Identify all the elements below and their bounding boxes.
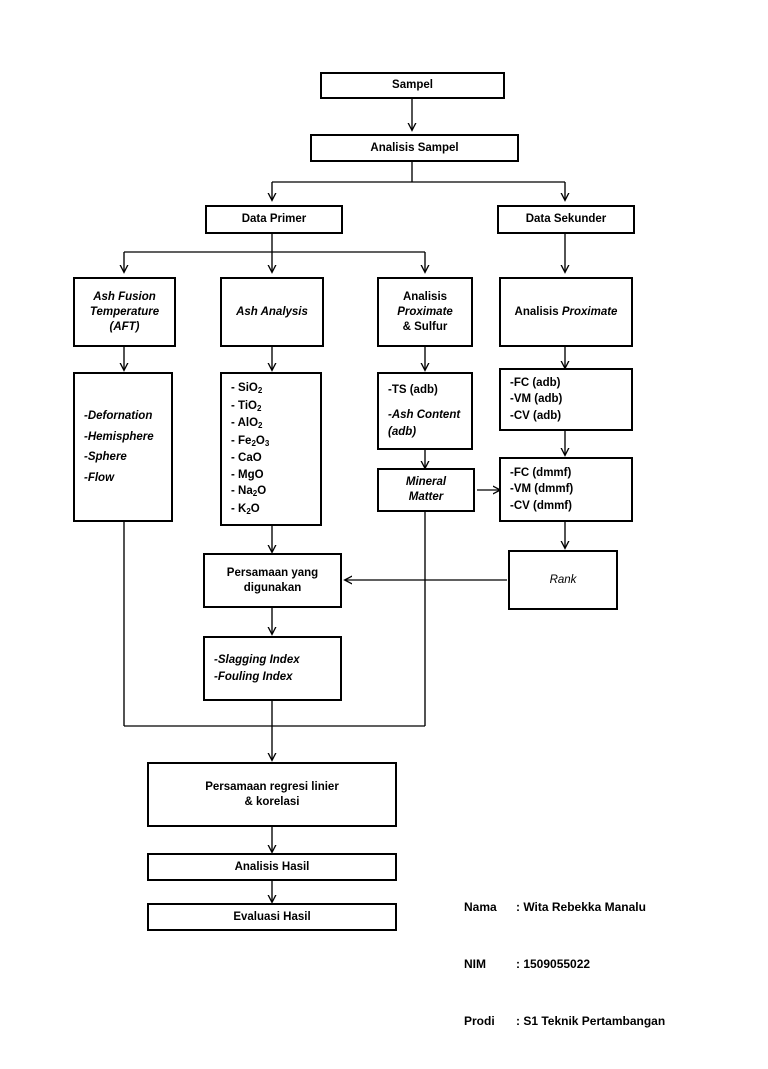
regresi-line-2: & korelasi <box>244 795 300 808</box>
ts-line-3: (adb) <box>388 425 417 438</box>
oxide-item: - Fe2O3 <box>231 434 270 448</box>
oxide-item: - AlO2 <box>231 417 263 430</box>
adb-item: -FC (adb) <box>510 376 561 389</box>
aft-item: -Sphere <box>84 451 127 463</box>
dmmf-item: -CV (dmmf) <box>510 499 572 512</box>
node-slagging-fouling-index[interactable]: -Slagging Index -Fouling Index <box>203 636 342 701</box>
oxide-item: - SiO2 <box>231 382 263 395</box>
ap-line-1: Analisis <box>514 305 562 318</box>
persamaan-line-2: digunakan <box>243 581 302 594</box>
node-sampel-label: Sampel <box>392 79 433 91</box>
aps-line-1: Analisis <box>402 290 448 303</box>
node-proximate-adb[interactable]: -FC (adb) -VM (adb) -CV (adb) <box>499 368 633 431</box>
node-analisis-proximate[interactable]: Analisis Proximate <box>499 277 633 347</box>
author-row: Prodi : S1 Teknik Pertambangan <box>464 1012 665 1031</box>
aft-item: -Hemisphere <box>84 430 154 443</box>
author-label: Prodi <box>464 1014 495 1028</box>
index-item: -Slagging Index <box>214 654 300 666</box>
aps-line-3: & Sulfur <box>402 320 448 333</box>
author-row: Nama : Wita Rebekka Manalu <box>464 898 665 917</box>
dmmf-item: -FC (dmmf) <box>510 466 572 479</box>
mineral-line-2: Matter <box>408 491 444 503</box>
connector-lines <box>0 99 768 1024</box>
aft-item: -Defornation <box>84 410 153 422</box>
dmmf-item: -VM (dmmf) <box>510 483 574 496</box>
node-data-primer[interactable]: Data Primer <box>205 205 343 234</box>
persamaan-line-1: Persamaan yang <box>226 566 319 579</box>
ts-line-2: -Ash Content <box>388 409 461 422</box>
node-ash-oxide-list[interactable]: - SiO2 - TiO2 - AlO2 - Fe2O3 - CaO - MgO… <box>220 372 322 526</box>
node-rank[interactable]: Rank <box>508 550 618 610</box>
node-persamaan-regresi[interactable]: Persamaan regresi linier & korelasi <box>147 762 397 827</box>
node-data-sekunder[interactable]: Data Sekunder <box>497 205 635 234</box>
adb-item: -VM (adb) <box>510 393 563 406</box>
rank-label: Rank <box>549 573 577 586</box>
author-value: : Wita Rebekka Manalu <box>516 900 646 914</box>
aft-line-3: (AFT) <box>109 320 140 333</box>
node-data-primer-label: Data Primer <box>241 213 307 225</box>
ts-line-1: -TS (adb) <box>388 383 438 396</box>
author-label: NIM <box>464 957 486 971</box>
adb-item: -CV (adb) <box>510 409 562 422</box>
node-analisis-proximate-sulfur[interactable]: Analisis Proximate & Sulfur <box>377 277 473 347</box>
node-persamaan-digunakan[interactable]: Persamaan yang digunakan <box>203 553 342 608</box>
node-analisis-sampel[interactable]: Analisis Sampel <box>310 134 519 162</box>
aft-line-1: Ash Fusion <box>93 290 156 303</box>
oxide-item: - Na2O <box>231 485 267 498</box>
regresi-line-1: Persamaan regresi linier <box>205 780 339 793</box>
node-ash-fusion-temperature[interactable]: Ash Fusion Temperature (AFT) <box>73 277 176 347</box>
aps-line-2: Proximate <box>397 305 453 318</box>
analisis-hasil-label: Analisis Hasil <box>234 860 310 873</box>
aft-line-2: Temperature <box>89 305 160 318</box>
node-analisis-hasil[interactable]: Analisis Hasil <box>147 853 397 881</box>
flowchart-canvas: Sampel Analisis Sampel Data Primer Data … <box>0 72 768 1028</box>
author-info: Nama : Wita Rebekka Manalu NIM : 1509055… <box>464 860 665 1069</box>
oxide-item: - CaO <box>231 452 262 464</box>
node-data-sekunder-label: Data Sekunder <box>525 213 607 225</box>
author-value: : 1509055022 <box>516 957 591 971</box>
node-mineral-matter[interactable]: Mineral Matter <box>377 468 475 512</box>
node-ash-analysis[interactable]: Ash Analysis <box>220 277 324 347</box>
aft-item: -Flow <box>84 471 115 484</box>
ap-line-2: Proximate <box>561 305 618 318</box>
evaluasi-hasil-label: Evaluasi Hasil <box>233 910 311 923</box>
oxide-item: - MgO <box>231 468 264 481</box>
node-ts-ash-content[interactable]: -TS (adb) -Ash Content (adb) <box>377 372 473 450</box>
author-row: NIM : 1509055022 <box>464 955 665 974</box>
node-sampel[interactable]: Sampel <box>320 72 505 99</box>
index-item: -Fouling Index <box>214 670 293 683</box>
node-evaluasi-hasil[interactable]: Evaluasi Hasil <box>147 903 397 931</box>
node-analisis-sampel-label: Analisis Sampel <box>370 141 459 154</box>
node-aft-details[interactable]: -Defornation -Hemisphere -Sphere -Flow <box>73 372 173 522</box>
node-proximate-dmmf[interactable]: -FC (dmmf) -VM (dmmf) -CV (dmmf) <box>499 457 633 522</box>
ap-label: Analisis Proximate <box>501 305 631 320</box>
author-value: : S1 Teknik Pertambangan <box>516 1014 666 1028</box>
author-label: Nama <box>464 900 497 914</box>
oxide-item: - K2O <box>231 502 260 516</box>
ash-analysis-label: Ash Analysis <box>236 305 308 318</box>
mineral-line-1: Mineral <box>405 476 447 488</box>
oxide-item: - TiO2 <box>231 399 262 413</box>
